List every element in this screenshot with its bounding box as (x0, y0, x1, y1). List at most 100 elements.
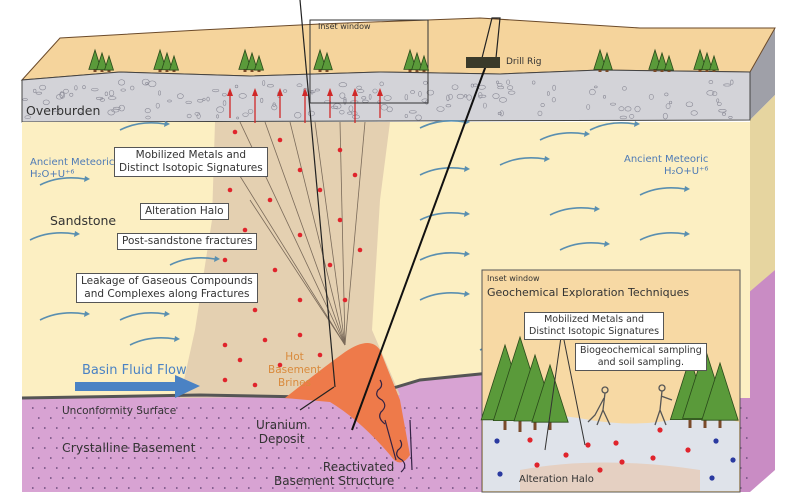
tree-trunk (107, 69, 111, 72)
basement-dot (361, 477, 364, 479)
basement-dot (355, 487, 358, 489)
red-dot (222, 342, 228, 348)
basement-dot (475, 447, 478, 449)
basement-dot (199, 447, 202, 449)
basement-dot (319, 467, 322, 469)
red-dot (252, 382, 258, 388)
basement-dot (211, 467, 214, 469)
red-dot (327, 262, 333, 268)
basement-dot (337, 437, 340, 439)
flow-arrowhead (584, 131, 590, 137)
basement-dot (175, 427, 178, 429)
basement-dot (187, 407, 190, 409)
pebble (176, 93, 184, 99)
basement-dot (181, 437, 184, 439)
tree-trunk (250, 69, 254, 72)
flow-arrowhead (74, 231, 80, 237)
ancient-meteoric-left-text: Ancient Meteoric (30, 157, 115, 168)
red-dot (277, 362, 283, 368)
inset-red-dot (597, 467, 603, 473)
basement-dot (319, 427, 322, 429)
basement-dot (241, 437, 244, 439)
overburden-pebbles (22, 78, 734, 121)
basement-dot (445, 417, 448, 419)
red-dot (262, 337, 268, 343)
basement-dot (199, 467, 202, 469)
basement-dot (463, 427, 466, 429)
basement-dot (133, 437, 136, 439)
mobilized-metal-dots (207, 129, 363, 388)
basement-dot (277, 437, 280, 439)
basement-dot (241, 457, 244, 459)
pebble (347, 111, 353, 115)
basement-dot (457, 477, 460, 479)
pebble (141, 78, 150, 86)
pebble (186, 113, 192, 119)
basement-dot (421, 417, 424, 419)
tree (411, 51, 423, 71)
basement-dot (133, 417, 136, 419)
basement-dot (259, 447, 262, 449)
inset-red-dot (613, 440, 619, 446)
upward-migration-arrows (227, 88, 383, 123)
pebble (196, 113, 201, 119)
basement-dot (211, 487, 214, 489)
basement-dot (253, 437, 256, 439)
pebble (331, 105, 339, 109)
pebble (242, 112, 249, 117)
pebble (722, 112, 726, 116)
pebble (446, 94, 450, 102)
basement-dot (79, 447, 82, 449)
basement-dot (325, 477, 328, 479)
red-dot (267, 197, 273, 203)
pebble (706, 90, 715, 96)
fracture-line (289, 121, 346, 346)
pebble (546, 91, 550, 96)
pebble (35, 91, 43, 95)
inset-window-small-label: Inset window (318, 22, 371, 31)
basement-dot (31, 407, 34, 409)
pebble (148, 80, 157, 88)
fracture-line (229, 159, 346, 346)
tree-trunk (243, 68, 247, 72)
basement-dot (37, 437, 40, 439)
basement-dot (175, 447, 178, 449)
red-dot (237, 357, 243, 363)
basement-dot (49, 437, 52, 439)
pebble (602, 95, 607, 99)
pebble (206, 96, 210, 102)
red-dot (222, 257, 228, 263)
basement-dot (427, 407, 430, 409)
basement-dot (379, 447, 382, 449)
basement-dot (139, 487, 142, 489)
basement-dot (229, 457, 232, 459)
basement-dot (343, 447, 346, 449)
pebble (648, 94, 654, 100)
up-arrowhead (352, 88, 358, 96)
basement-dot (199, 407, 202, 409)
pebble (145, 115, 151, 120)
pebble (118, 79, 126, 86)
basement-dot (49, 477, 52, 479)
basement-dot (163, 407, 166, 409)
basement-dot (79, 427, 82, 429)
ancient-meteoric-right-formula: H₂O+U⁺⁶ (664, 166, 709, 177)
basement-dot (67, 467, 70, 469)
basement-dot (247, 467, 250, 469)
basement-dot (253, 457, 256, 459)
basement-dot (301, 437, 304, 439)
inset-tree-trunk (503, 417, 507, 430)
inset-tree (701, 361, 739, 421)
basement-dot (265, 437, 268, 439)
basement-dot (343, 427, 346, 429)
basement-dot (415, 427, 418, 429)
tree-trunk (165, 69, 169, 72)
basement-dot (91, 487, 94, 489)
fracture-line (339, 121, 346, 346)
basement-dot (73, 437, 76, 439)
inset-blue-dot (730, 457, 736, 463)
basement-dot (67, 407, 70, 409)
basement-dot (55, 427, 58, 429)
basement-dot (331, 407, 334, 409)
